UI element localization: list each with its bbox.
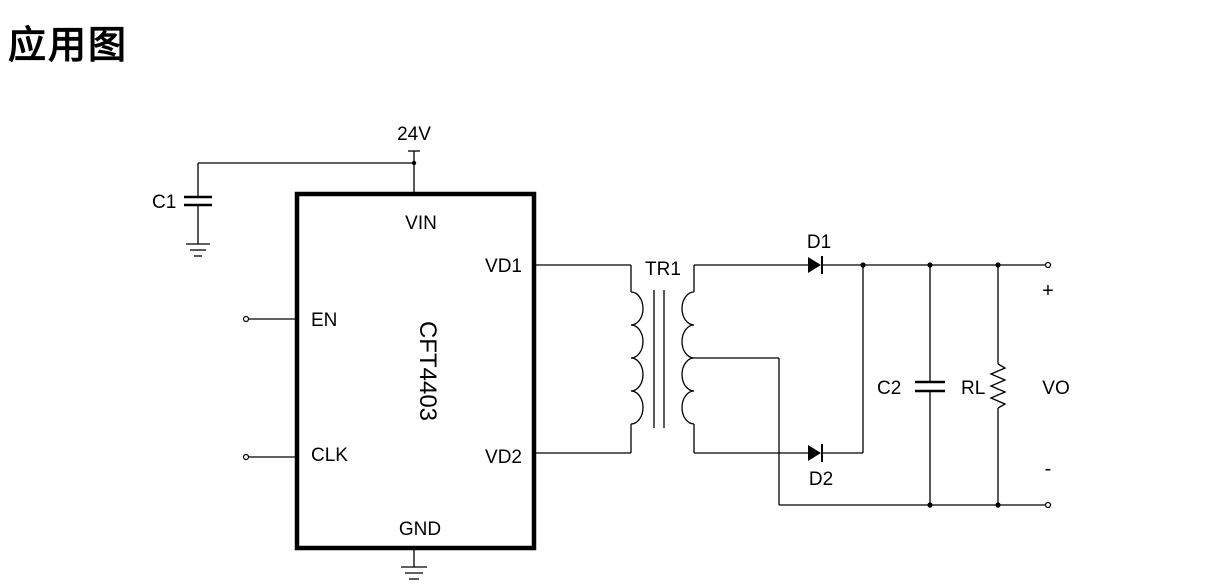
diode-d1 bbox=[808, 256, 823, 274]
tr1-label: TR1 bbox=[645, 259, 681, 280]
pin-vin-label: VIN bbox=[405, 213, 437, 234]
en-terminal bbox=[242, 315, 297, 323]
output-terminal-plus bbox=[1044, 261, 1052, 269]
capacitor-c2 bbox=[915, 262, 945, 508]
rl-label: RL bbox=[961, 378, 985, 399]
c1-label: C1 bbox=[152, 192, 176, 213]
output-terminal-minus bbox=[1044, 501, 1052, 509]
page-title: 应用图 bbox=[8, 23, 129, 67]
supply-rail bbox=[198, 150, 420, 194]
ic-part-number: CFT4403 bbox=[414, 321, 441, 421]
output-minus-label: - bbox=[1045, 458, 1052, 480]
output-plus-label: + bbox=[1042, 280, 1054, 302]
ground-icon bbox=[186, 243, 210, 257]
secondary-wiring bbox=[693, 262, 1046, 506]
resistor-rl bbox=[989, 262, 1007, 508]
transformer-tr1 bbox=[630, 290, 695, 428]
pin-clk-label: CLK bbox=[311, 445, 348, 466]
pin-en-label: EN bbox=[311, 310, 337, 331]
pin-gnd-label: GND bbox=[399, 519, 441, 540]
d1-label: D1 bbox=[807, 232, 831, 253]
primary-wiring bbox=[534, 264, 632, 454]
supply-label: 24V bbox=[397, 124, 431, 145]
c2-label: C2 bbox=[877, 378, 901, 399]
diode-d2 bbox=[808, 444, 823, 462]
clk-terminal bbox=[242, 453, 297, 461]
d2-label: D2 bbox=[809, 469, 833, 490]
output-vo-label: VO bbox=[1042, 378, 1069, 399]
ground-icon bbox=[401, 548, 427, 580]
capacitor-c1 bbox=[184, 163, 212, 244]
ic-body bbox=[294, 191, 537, 551]
pin-vd1-label: VD1 bbox=[485, 256, 522, 277]
pin-vd2-label: VD2 bbox=[485, 447, 522, 468]
